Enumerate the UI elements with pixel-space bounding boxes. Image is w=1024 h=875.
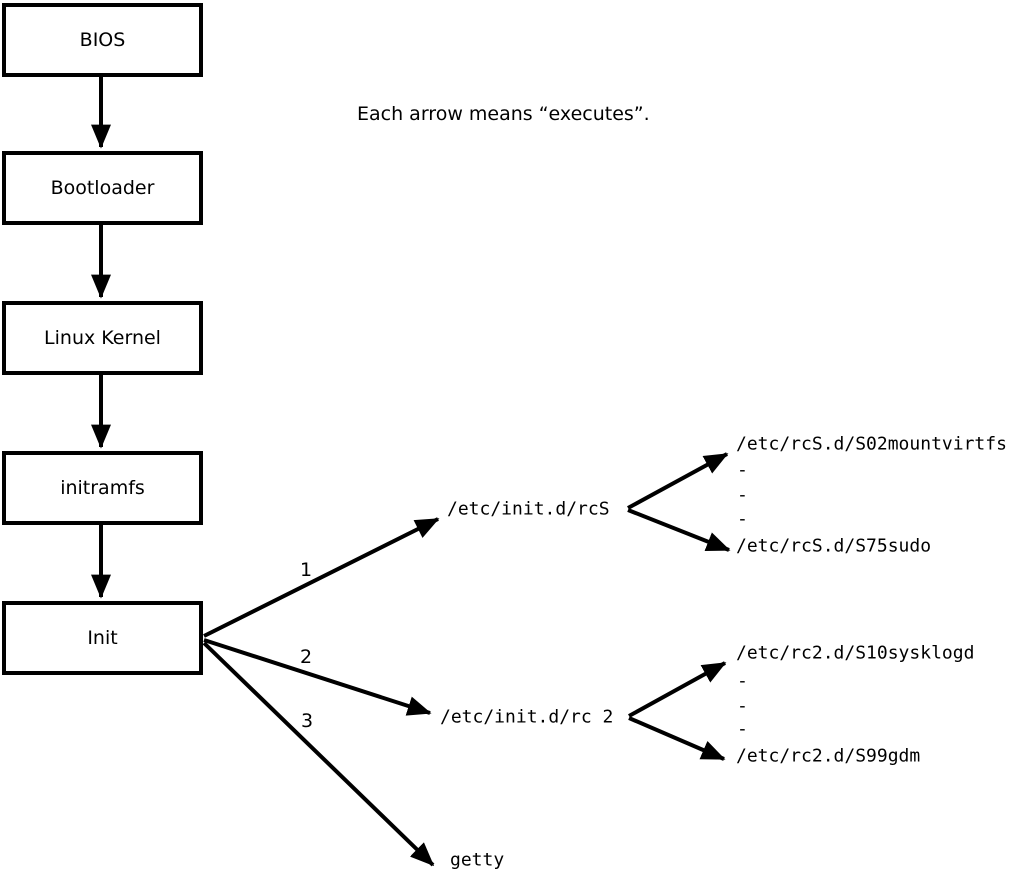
arrow-rcs-to-s75sudo (627, 508, 731, 552)
flow-box-bios: BIOS (2, 3, 203, 77)
flow-box-linux-kernel: Linux Kernel (2, 301, 203, 375)
ellipsis-dash: - (737, 718, 748, 740)
script-path-s75sudo: /etc/rcS.d/S75sudo (736, 535, 932, 557)
script-path-s99gdm: /etc/rc2.d/S99gdm (736, 745, 921, 767)
branch-target-rcs: /etc/init.d/rcS (447, 498, 610, 520)
ellipsis-dash: - (737, 484, 748, 506)
script-path-s02mountvirtfs: /etc/rcS.d/S02mountvirtfs (736, 433, 1007, 455)
branch-number-2: 2 (299, 646, 313, 668)
branch-target-rc2: /etc/init.d/rc 2 (440, 706, 614, 728)
ellipsis-dash: - (737, 459, 748, 481)
flow-box-init: Init (2, 601, 203, 675)
legend-note: Each arrow means “executes”. (357, 103, 650, 125)
branch-number-1: 1 (299, 559, 313, 581)
ellipsis-dash: - (737, 670, 748, 692)
arrow-rc2-to-s99gdm (628, 716, 726, 761)
branch-target-getty: getty (450, 849, 505, 871)
arrow-rc2-to-s10sysklogd (628, 661, 727, 718)
arrow-rcs-to-s02mountvirtfs (627, 452, 729, 510)
script-path-s10sysklogd: /etc/rc2.d/S10sysklogd (736, 642, 975, 664)
flow-box-label: Init (87, 627, 118, 649)
arrow-init-to-rc2 (203, 638, 432, 716)
flow-box-label: initramfs (60, 477, 145, 499)
ellipsis-dash: - (737, 695, 748, 717)
arrow-init-to-rcs (203, 517, 440, 638)
ellipsis-dash: - (737, 508, 748, 530)
flow-box-bootloader: Bootloader (2, 151, 203, 225)
flow-box-initramfs: initramfs (2, 451, 203, 525)
branch-number-3: 3 (300, 710, 314, 732)
flow-box-label: BIOS (79, 29, 126, 51)
flow-box-label: Bootloader (50, 177, 155, 199)
flow-box-label: Linux Kernel (44, 327, 161, 349)
arrow-init-to-getty (202, 641, 435, 867)
